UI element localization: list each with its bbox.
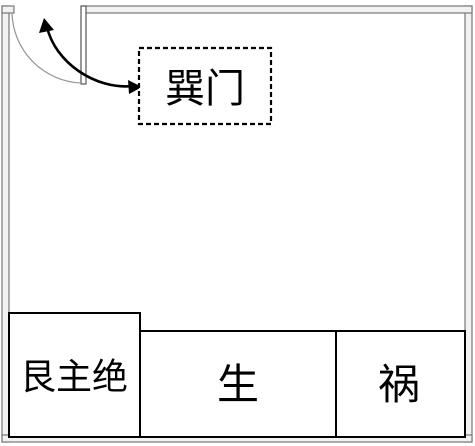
door-pointer-arrow — [39, 18, 142, 94]
top-wall — [83, 5, 473, 14]
room-right-label: 祸 — [378, 360, 420, 409]
room-left — [8, 312, 141, 438]
outer-walls — [1, 5, 473, 443]
arrow-head-top — [39, 18, 54, 33]
top-wall-stub — [1, 5, 15, 14]
door-label: 巽门 — [165, 66, 245, 112]
room-middle — [139, 330, 337, 438]
bottom-rooms: 艮主绝 生 祸 — [8, 312, 466, 438]
right-wall — [464, 5, 473, 443]
door — [11, 5, 87, 85]
left-wall — [1, 5, 10, 443]
door-leaf — [80, 5, 87, 85]
room-middle-label: 生 — [217, 360, 259, 409]
arrow-curve — [45, 26, 134, 88]
room-left-label: 艮主绝 — [20, 357, 128, 398]
door-swing-arc — [11, 12, 82, 84]
door-label-box — [137, 46, 273, 126]
arrow-head-right — [128, 80, 142, 94]
room-right — [335, 330, 466, 438]
